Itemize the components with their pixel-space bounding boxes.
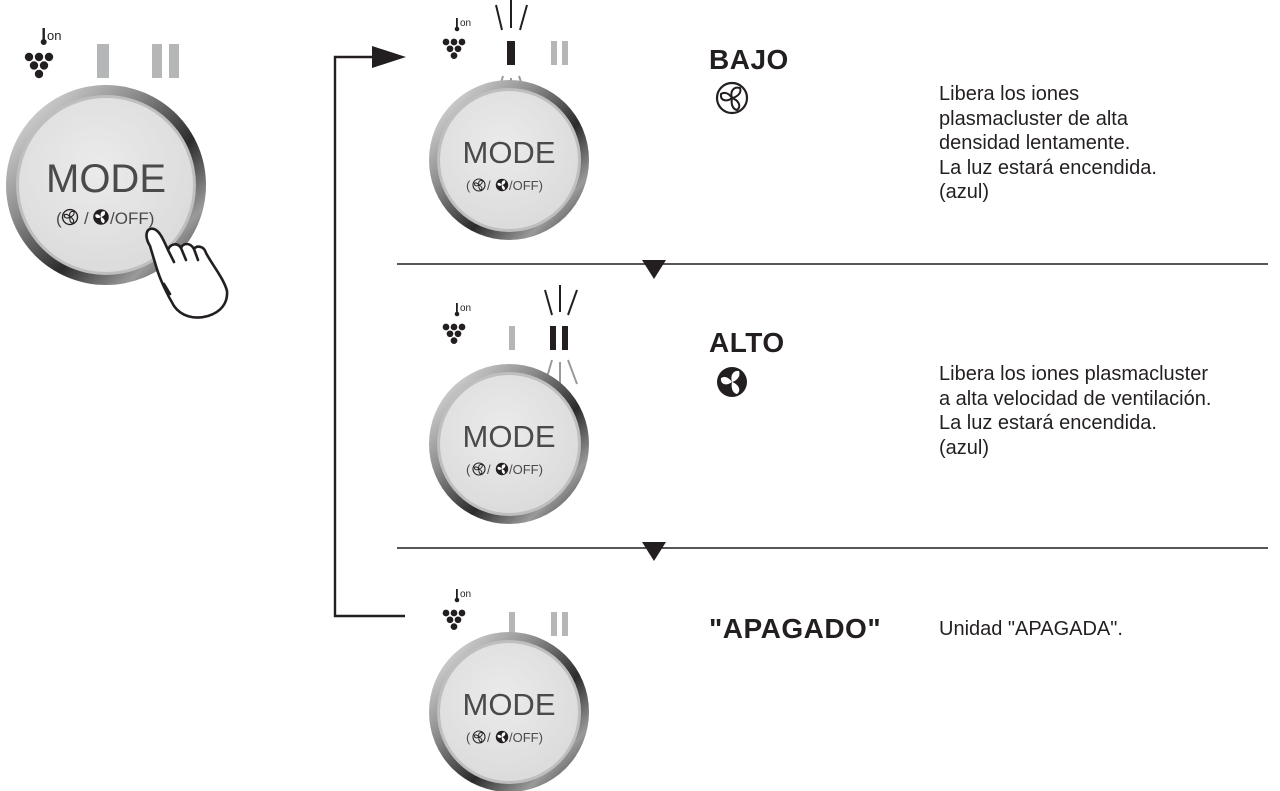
step3-low-indicator: [509, 612, 515, 636]
main-mode-sub-off: /OFF): [110, 209, 154, 228]
step-apagado-heading: "APAGADO": [709, 613, 882, 644]
step2-low-indicator: [509, 326, 515, 350]
main-ion-label: on: [47, 28, 61, 43]
step2-mode-sub-open: (: [466, 462, 471, 477]
step2-high-indicator-lit: [544, 285, 578, 390]
step-bajo-description: Libera los iones plasmacluster de alta d…: [939, 82, 1157, 205]
main-mode-sub-sep: /: [84, 209, 89, 228]
step3-mode-sub-sep: /: [487, 730, 491, 745]
step-alto-desc-line: La luz estará encendida.: [939, 412, 1157, 434]
step-bajo-heading: BAJO: [709, 44, 789, 75]
step1-ion-indicator: [442, 18, 466, 59]
step-bajo-desc-line: densidad lentamente.: [939, 132, 1131, 154]
step2-ion-indicator: [442, 303, 466, 344]
step3-fan-high-mini-icon: [495, 730, 509, 744]
step3-mode-button[interactable]: [429, 632, 589, 791]
step2-mode-sub-sep: /: [487, 462, 491, 477]
step-bajo-desc-line: La luz estará encendida.: [939, 156, 1157, 179]
step1-mode-label: MODE: [463, 135, 556, 170]
main-high-indicator: [152, 44, 179, 78]
step1-high-indicator: [551, 41, 568, 65]
step-bajo-desc-line: Libera los iones: [939, 83, 1080, 105]
step2-mode-sub-off: /OFF): [509, 462, 543, 477]
main-mode-sub-open: (: [56, 209, 62, 228]
step1-fan-high-mini-icon: [495, 178, 509, 192]
step1-mode-button[interactable]: [429, 80, 589, 240]
step1-mode-sub-sep: /: [487, 178, 491, 193]
main-fan-high-mini-icon: [93, 209, 109, 225]
main-low-indicator: [97, 44, 109, 78]
step-bajo-desc-line: plasmacluster de alta: [939, 107, 1128, 130]
step2-fan-high-mini-icon: [495, 462, 509, 476]
step3-mode-sub-off: /OFF): [509, 730, 543, 745]
step-alto-desc-line: Libera los iones plasmacluster: [939, 363, 1209, 385]
step-apagado-desc-line: Unidad "APAGADA".: [939, 618, 1123, 640]
step2-ion-label: on: [460, 303, 471, 314]
step3-mode-label: MODE: [463, 687, 556, 722]
step3-ion-indicator: [442, 589, 466, 630]
step-alto-desc-line: a alta velocidad de ventilación.: [939, 387, 1212, 410]
step1-mode-sub-open: (: [466, 178, 471, 193]
cycle-arrow: [333, 46, 406, 618]
step1-ion-label: on: [460, 18, 471, 29]
step-arrow-2: [642, 542, 666, 561]
step3-mode-sub-open: (: [466, 730, 471, 745]
step-bajo-desc-line: (azul): [939, 181, 990, 203]
fan-outline-icon: [715, 81, 749, 115]
hand-press-icon: [145, 227, 229, 319]
step-alto-description: Libera los iones plasmacluster a alta ve…: [939, 362, 1211, 460]
main-mode-label: MODE: [46, 157, 166, 201]
step3-ion-label: on: [460, 589, 471, 600]
step-alto-heading: ALTO: [709, 327, 785, 358]
step3-high-indicator: [551, 612, 568, 636]
step2-mode-label: MODE: [463, 419, 556, 454]
step-arrow-1: [642, 260, 666, 279]
step1-mode-sub-off: /OFF): [509, 178, 543, 193]
step-apagado-description: Unidad "APAGADA".: [939, 617, 1123, 642]
main-ion-indicator: [24, 28, 54, 79]
step2-mode-button[interactable]: [429, 364, 589, 524]
fan-filled-icon: [717, 367, 747, 397]
step-alto-desc-line: (azul): [939, 436, 990, 459]
